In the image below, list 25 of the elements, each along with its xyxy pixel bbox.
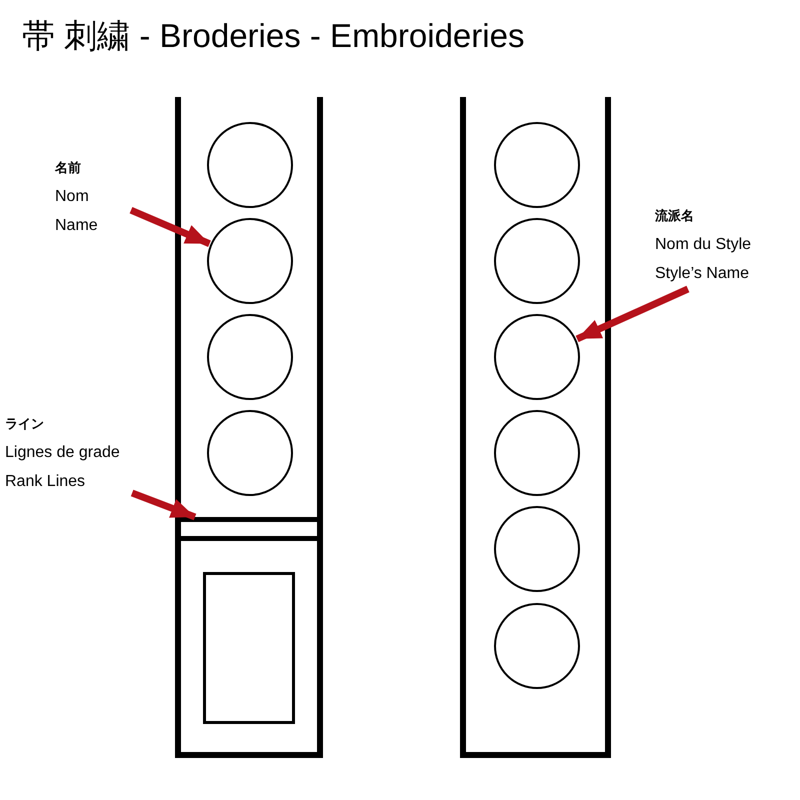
arrow bbox=[576, 286, 690, 342]
empty-circle bbox=[494, 506, 580, 592]
callout-text: ライン bbox=[5, 415, 45, 433]
callout-text: Name bbox=[55, 216, 99, 236]
callout-text: 流派名 bbox=[655, 207, 695, 225]
empty-circle bbox=[207, 218, 293, 304]
empty-circle bbox=[207, 410, 293, 496]
empty-circle bbox=[494, 314, 580, 400]
arrow bbox=[130, 490, 196, 520]
callout-text: Nom bbox=[55, 187, 90, 207]
empty-circle bbox=[494, 218, 580, 304]
empty-circle bbox=[207, 314, 293, 400]
empty-circle bbox=[494, 603, 580, 689]
empty-circle bbox=[494, 122, 580, 208]
empty-circle bbox=[207, 122, 293, 208]
empty-circle bbox=[494, 410, 580, 496]
rank-line-band bbox=[178, 517, 320, 541]
patch-rectangle bbox=[203, 572, 295, 724]
callout-text: Lignes de grade bbox=[5, 443, 121, 463]
callout-text: 名前 bbox=[55, 159, 82, 177]
callout-text: Rank Lines bbox=[5, 472, 86, 492]
title-text: 帯 刺繍 - Broderies - Embroideries bbox=[22, 16, 524, 56]
arrow bbox=[130, 206, 211, 247]
callout-text: Nom du Style bbox=[655, 235, 752, 255]
callout-text: Style’s Name bbox=[655, 264, 750, 284]
